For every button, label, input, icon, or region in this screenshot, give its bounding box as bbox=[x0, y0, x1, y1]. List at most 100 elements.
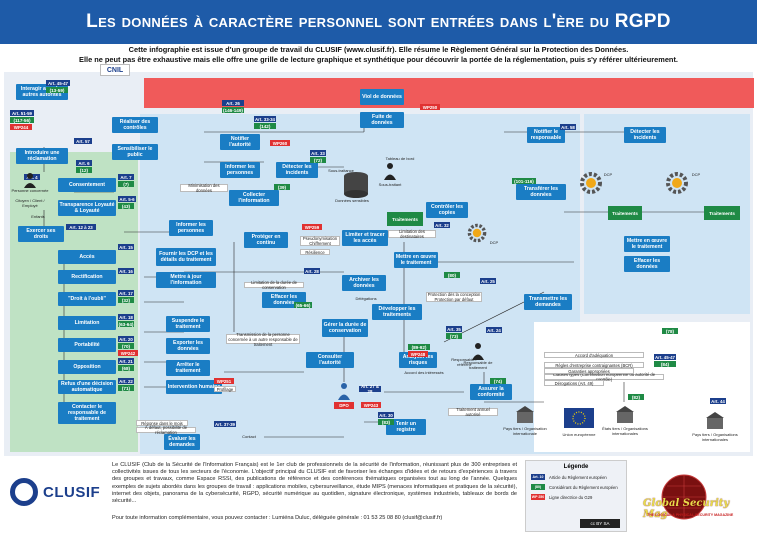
zone-red-top bbox=[144, 78, 754, 108]
note-delegation: Délégations bbox=[355, 296, 377, 301]
note-responsable: Responsable / référent bbox=[451, 357, 477, 367]
person-icon bbox=[24, 173, 36, 188]
box-mettre-oeuvre-2: Mettre en œuvre le traitement bbox=[624, 236, 670, 252]
box-detecter-incidents: Détecter les incidents bbox=[624, 127, 666, 143]
note-reponse: Réponse dans le mois bbox=[136, 420, 188, 426]
sous-traitant-icon bbox=[384, 163, 396, 180]
note-resilience: Résilience bbox=[300, 249, 330, 255]
box-notifier-responsable: Notifier le responsable bbox=[527, 127, 565, 143]
box-limitation: Limitation bbox=[58, 316, 116, 330]
clusif-logo-text: CLUSIF bbox=[43, 483, 101, 501]
intro-line-1: Cette infographie est issue d'un groupe … bbox=[128, 45, 629, 54]
wp-tag: WP248 bbox=[408, 351, 428, 357]
art-tag: Art. 33 bbox=[310, 150, 326, 156]
building-icon bbox=[616, 406, 634, 423]
box-developper: Développer les traitements bbox=[372, 304, 422, 320]
art-tag: Art. 28 bbox=[304, 268, 320, 274]
num-tag: (83) bbox=[378, 419, 394, 425]
box-opposition: Opposition bbox=[58, 360, 116, 374]
eu-flag-icon bbox=[564, 408, 594, 428]
art-tag: Art. 26 bbox=[222, 100, 244, 106]
box-exporter: Exporter les données bbox=[166, 338, 210, 354]
footer-paragraph: Le CLUSIF (Club de la Sécurité de l'Info… bbox=[112, 462, 517, 505]
label-pays-tiers: Pays tiers / Organisation internationale bbox=[503, 426, 547, 436]
num-tag: (32) bbox=[118, 297, 134, 303]
box-exercer-droits: Exercer ses droits bbox=[18, 226, 64, 242]
num-tag: (70) bbox=[118, 343, 134, 349]
globe-icon bbox=[661, 474, 707, 520]
box-traitements-1: Traitements bbox=[387, 212, 423, 226]
box-mettre-jour: Mettre à jour l'information bbox=[156, 272, 216, 288]
actor-citoyen: Citoyen / Client / Employé bbox=[15, 198, 45, 208]
gsm-name: Global Security Mag bbox=[643, 498, 730, 520]
note-tableau: Tableau de bord bbox=[385, 156, 415, 161]
art-tag: Art. 15 bbox=[118, 244, 134, 250]
note-pseudonymisation: Pseudonymisation Chiffrement bbox=[300, 236, 340, 246]
wp-tag: WP242 bbox=[118, 350, 138, 356]
note-limitation-dpd: Limitation de la durée de conservation bbox=[244, 280, 304, 290]
art-tag: Art. 20 bbox=[118, 336, 134, 342]
box-rectification: Rectification bbox=[58, 270, 116, 284]
box-notifier-autorite: Notifier l'autorité bbox=[220, 134, 260, 150]
box-intervention: Intervention humaine bbox=[166, 380, 222, 394]
legend-label: Article du Règlement européen bbox=[549, 474, 607, 480]
num-tag: (71) bbox=[118, 385, 134, 391]
num-tag: (142) bbox=[254, 123, 276, 129]
box-archiver: Archiver les données bbox=[342, 275, 386, 291]
box-transmettre-demandes: Transmettre les demandes bbox=[524, 294, 572, 310]
note-minimisation: Minimisation des données bbox=[180, 183, 228, 193]
note-traitement-annuel: Traitement annuel autorisé bbox=[448, 407, 498, 417]
actor-responsable: Responsable de traitement bbox=[463, 360, 493, 370]
box-informer-personnes: Informer les personnes bbox=[220, 162, 260, 178]
num-tag: (146-149) bbox=[222, 107, 244, 113]
art-tag: Art. 6 bbox=[76, 160, 92, 166]
art-tag: Art. 18 bbox=[118, 314, 134, 320]
art-tag: Art. 25 bbox=[480, 278, 496, 284]
note-enfants: Enfants bbox=[31, 214, 45, 219]
box-effacer-2: Effacer les données bbox=[624, 256, 670, 272]
art-tag: Art. 58 bbox=[560, 124, 576, 130]
actor-donnees-sensibles: Données sensibles bbox=[335, 198, 369, 203]
num-tag: (78) bbox=[662, 328, 678, 334]
note-transmission: Transmission de la personne concernée à … bbox=[226, 332, 300, 347]
num-tag: (82) bbox=[628, 394, 644, 400]
num-tag: (89-92) bbox=[408, 344, 430, 350]
wp-tag: WP244 bbox=[10, 124, 32, 130]
box-arreter: Arrêter le traitement bbox=[166, 360, 210, 376]
art-tag: Art. 17 bbox=[118, 290, 134, 296]
num-tag: (73) bbox=[446, 333, 462, 339]
label-dcp-2: DCP bbox=[691, 172, 701, 177]
legend-swatch-considerant: (80) bbox=[531, 484, 545, 490]
database-icon bbox=[344, 172, 368, 198]
box-consentement: Consentement bbox=[58, 178, 116, 192]
num-tag: (80) bbox=[444, 272, 460, 278]
num-tag: (68) bbox=[118, 365, 134, 371]
legend-swatch-wp: WP 250 bbox=[531, 494, 545, 500]
box-traitements-2: Traitements bbox=[608, 206, 642, 220]
global-security-mag-logo: Global Security Mag THE LOGICAL & PHYSIC… bbox=[633, 472, 753, 532]
wp-tag: WP250 bbox=[420, 104, 440, 110]
label-dcp-3: DCP bbox=[489, 240, 499, 245]
footer-contact: Pour toute information complémentaire, v… bbox=[112, 515, 443, 521]
legend-title: Légende bbox=[563, 464, 589, 470]
gsm-tagline: THE LOGICAL & PHYSICAL SECURITY MAGAZINE bbox=[647, 513, 734, 517]
box-evaluer-demandes: Évaluer les demandes bbox=[164, 434, 200, 450]
legend-swatch-article: Art. 10 bbox=[531, 474, 545, 480]
art-tag: Art. 22 bbox=[118, 378, 134, 384]
box-contacter-responsable: Contacter le responsable de traitement bbox=[58, 402, 116, 424]
legend-item-article: Art. 10 Article du Règlement européen bbox=[531, 474, 621, 480]
note-clauses: Clauses types (Commission européenne ou … bbox=[544, 372, 664, 382]
actor-dpo: DPO bbox=[334, 402, 354, 409]
box-refus-decision: Refus d'une décision automatique bbox=[58, 380, 116, 394]
box-gerer-duree: Gérer la durée de conservation bbox=[322, 319, 368, 337]
art-tag: Art. 5-6 bbox=[118, 196, 136, 202]
clusif-logo: CLUSIF bbox=[10, 478, 100, 506]
art-tag: Art. 30 bbox=[378, 412, 394, 418]
box-acces: Accès bbox=[58, 250, 116, 264]
box-transparence: Transparence Loyauté & Loyauté bbox=[58, 200, 116, 216]
diagram-board: CNIL Viol de données Fuite de données No… bbox=[4, 64, 754, 456]
num-tag: (84) bbox=[654, 361, 676, 367]
art-tag: Art. 45-47 bbox=[46, 80, 70, 86]
note-garanties: Garanties appropriées bbox=[544, 368, 634, 374]
